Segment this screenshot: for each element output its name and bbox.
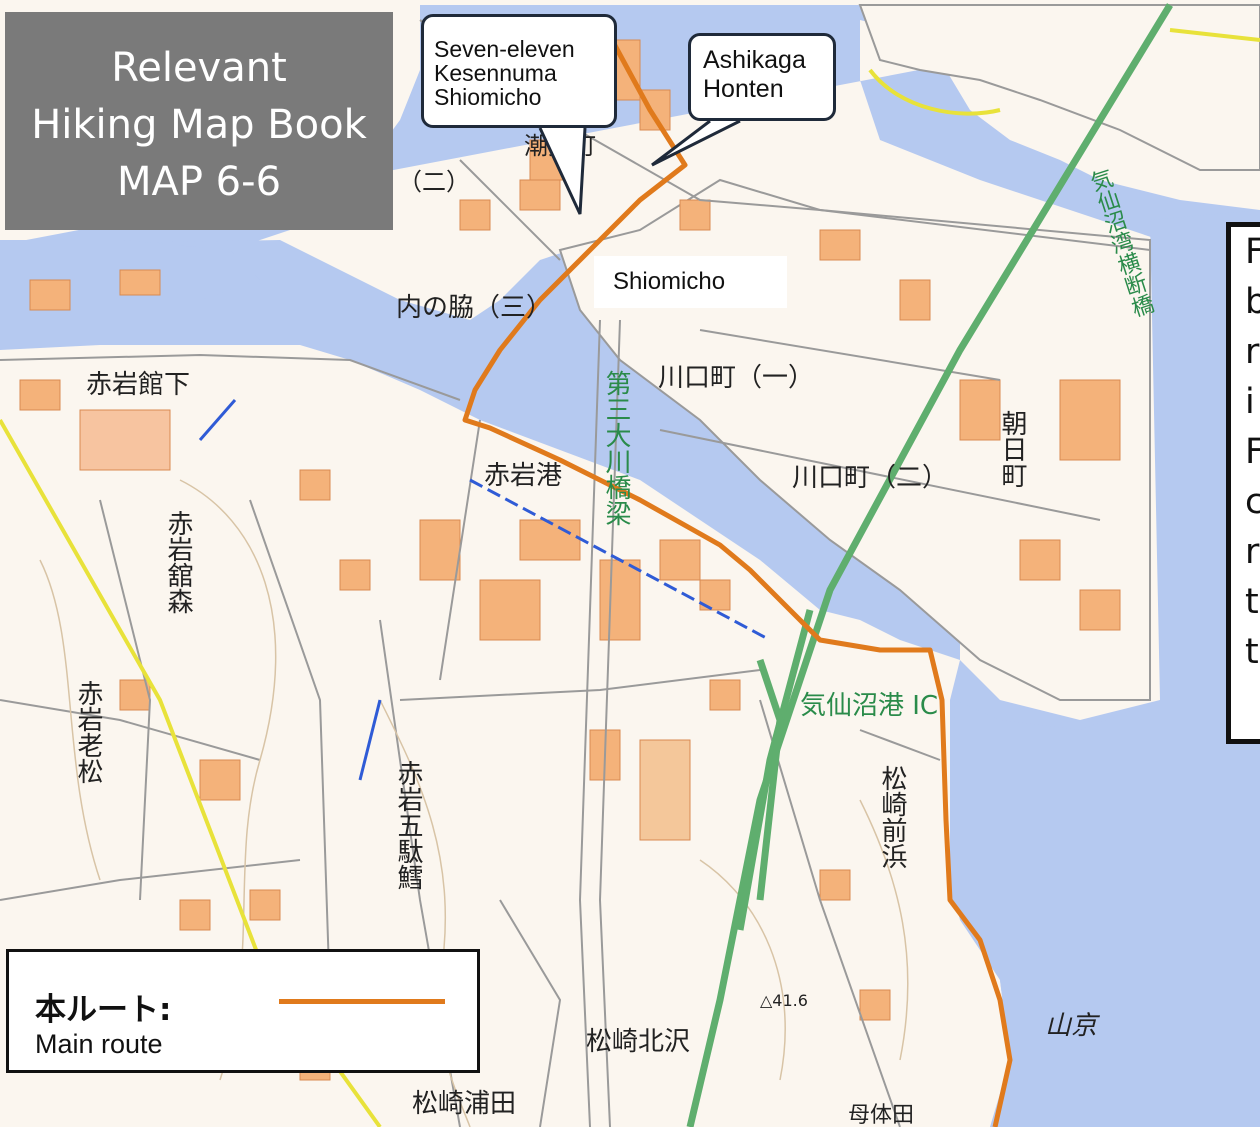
map-book-title: Relevant Hiking Map Book MAP 6-6	[5, 12, 393, 230]
sea-right	[950, 210, 1260, 1127]
side-note-panel: F b r i F c r t t	[1226, 222, 1260, 744]
label-akaiwa-oimatsu: 赤岩老松	[73, 680, 103, 784]
callout-seven-eleven: Seven-eleven Kesennuma Shiomicho	[421, 14, 617, 128]
side-fragment-4: i	[1245, 382, 1255, 422]
label-matsuzaki-kitasawa: 松崎北沢	[586, 1027, 690, 1057]
title-line-3: MAP 6-6	[116, 159, 282, 205]
side-fragment-2: b	[1231, 277, 1260, 327]
label-sankyo: 山京	[1045, 1011, 1101, 1041]
label-asahi-cho: 朝日町	[997, 410, 1027, 488]
title-line-2: Hiking Map Book	[31, 102, 367, 148]
ashikaga-line-1: Ashikaga	[703, 46, 806, 74]
roads	[0, 19, 1151, 1127]
legend-route-swatch	[279, 999, 445, 1004]
callout-ashikaga-honten: Ashikaga Honten	[688, 33, 836, 121]
seven-eleven-line-3: Shiomicho	[434, 84, 542, 110]
label-matsuzaki-maehama: 松崎前浜	[877, 765, 907, 869]
side-fragment-6: c	[1231, 477, 1260, 527]
label-bridge-dai3: 第三大川橋梁	[601, 370, 631, 526]
side-fragment-1: F	[1231, 227, 1260, 277]
highway	[686, 3, 1173, 1127]
side-fragment-3: r	[1245, 332, 1260, 372]
label-uchinowaki: 内の脇（三）	[396, 293, 552, 323]
callout-pointer-ashikaga	[651, 119, 741, 167]
seven-eleven-line-1: Seven-eleven	[434, 36, 575, 62]
seven-eleven-line-2: Kesennuma	[434, 60, 557, 86]
label-akaiwa-tateshita: 赤岩館下	[86, 370, 190, 400]
label-kawaguchi-1: 川口町（一）	[658, 363, 814, 393]
label-botaida: 母体田	[848, 1103, 914, 1127]
label-akaiwa-godatara: 赤岩五駄鱈	[393, 760, 423, 890]
callout-pointer-seven-eleven	[538, 127, 587, 215]
label-kawaguchi-2: 川口町（二）	[792, 463, 948, 493]
ashikaga-line-2: Honten	[703, 75, 784, 103]
legend-label-jp: 本ルート:	[35, 992, 172, 1028]
legend: 本ルート: Main route	[6, 949, 480, 1073]
reclaimed-land	[558, 178, 1151, 701]
boundary-line	[469, 478, 771, 642]
side-fragment-7: r	[1245, 532, 1260, 572]
label-uchinowaki-2: （二）	[398, 168, 470, 196]
side-fragment-5: F	[1231, 427, 1260, 477]
river-line-2	[358, 699, 382, 781]
side-fragment-8: t	[1245, 582, 1259, 622]
legend-label-en: Main route	[35, 1029, 163, 1059]
label-elevation: △41.6	[760, 991, 808, 1010]
north-peninsula	[858, 4, 1260, 171]
main-route[interactable]	[462, 38, 1013, 1127]
label-kesennuma-ic: 気仙沼港 IC	[800, 691, 938, 721]
label-akaiwa-tatemori: 赤岩舘森	[163, 510, 193, 614]
label-matsuzaki-urata: 松崎浦田	[412, 1089, 516, 1119]
label-akaiwa-port: 赤岩港	[484, 461, 562, 491]
river-line	[198, 399, 237, 441]
side-fragment-9: t	[1245, 632, 1259, 672]
title-line-1: Relevant	[111, 45, 287, 91]
area-label-shiomicho: Shiomicho	[594, 256, 787, 308]
